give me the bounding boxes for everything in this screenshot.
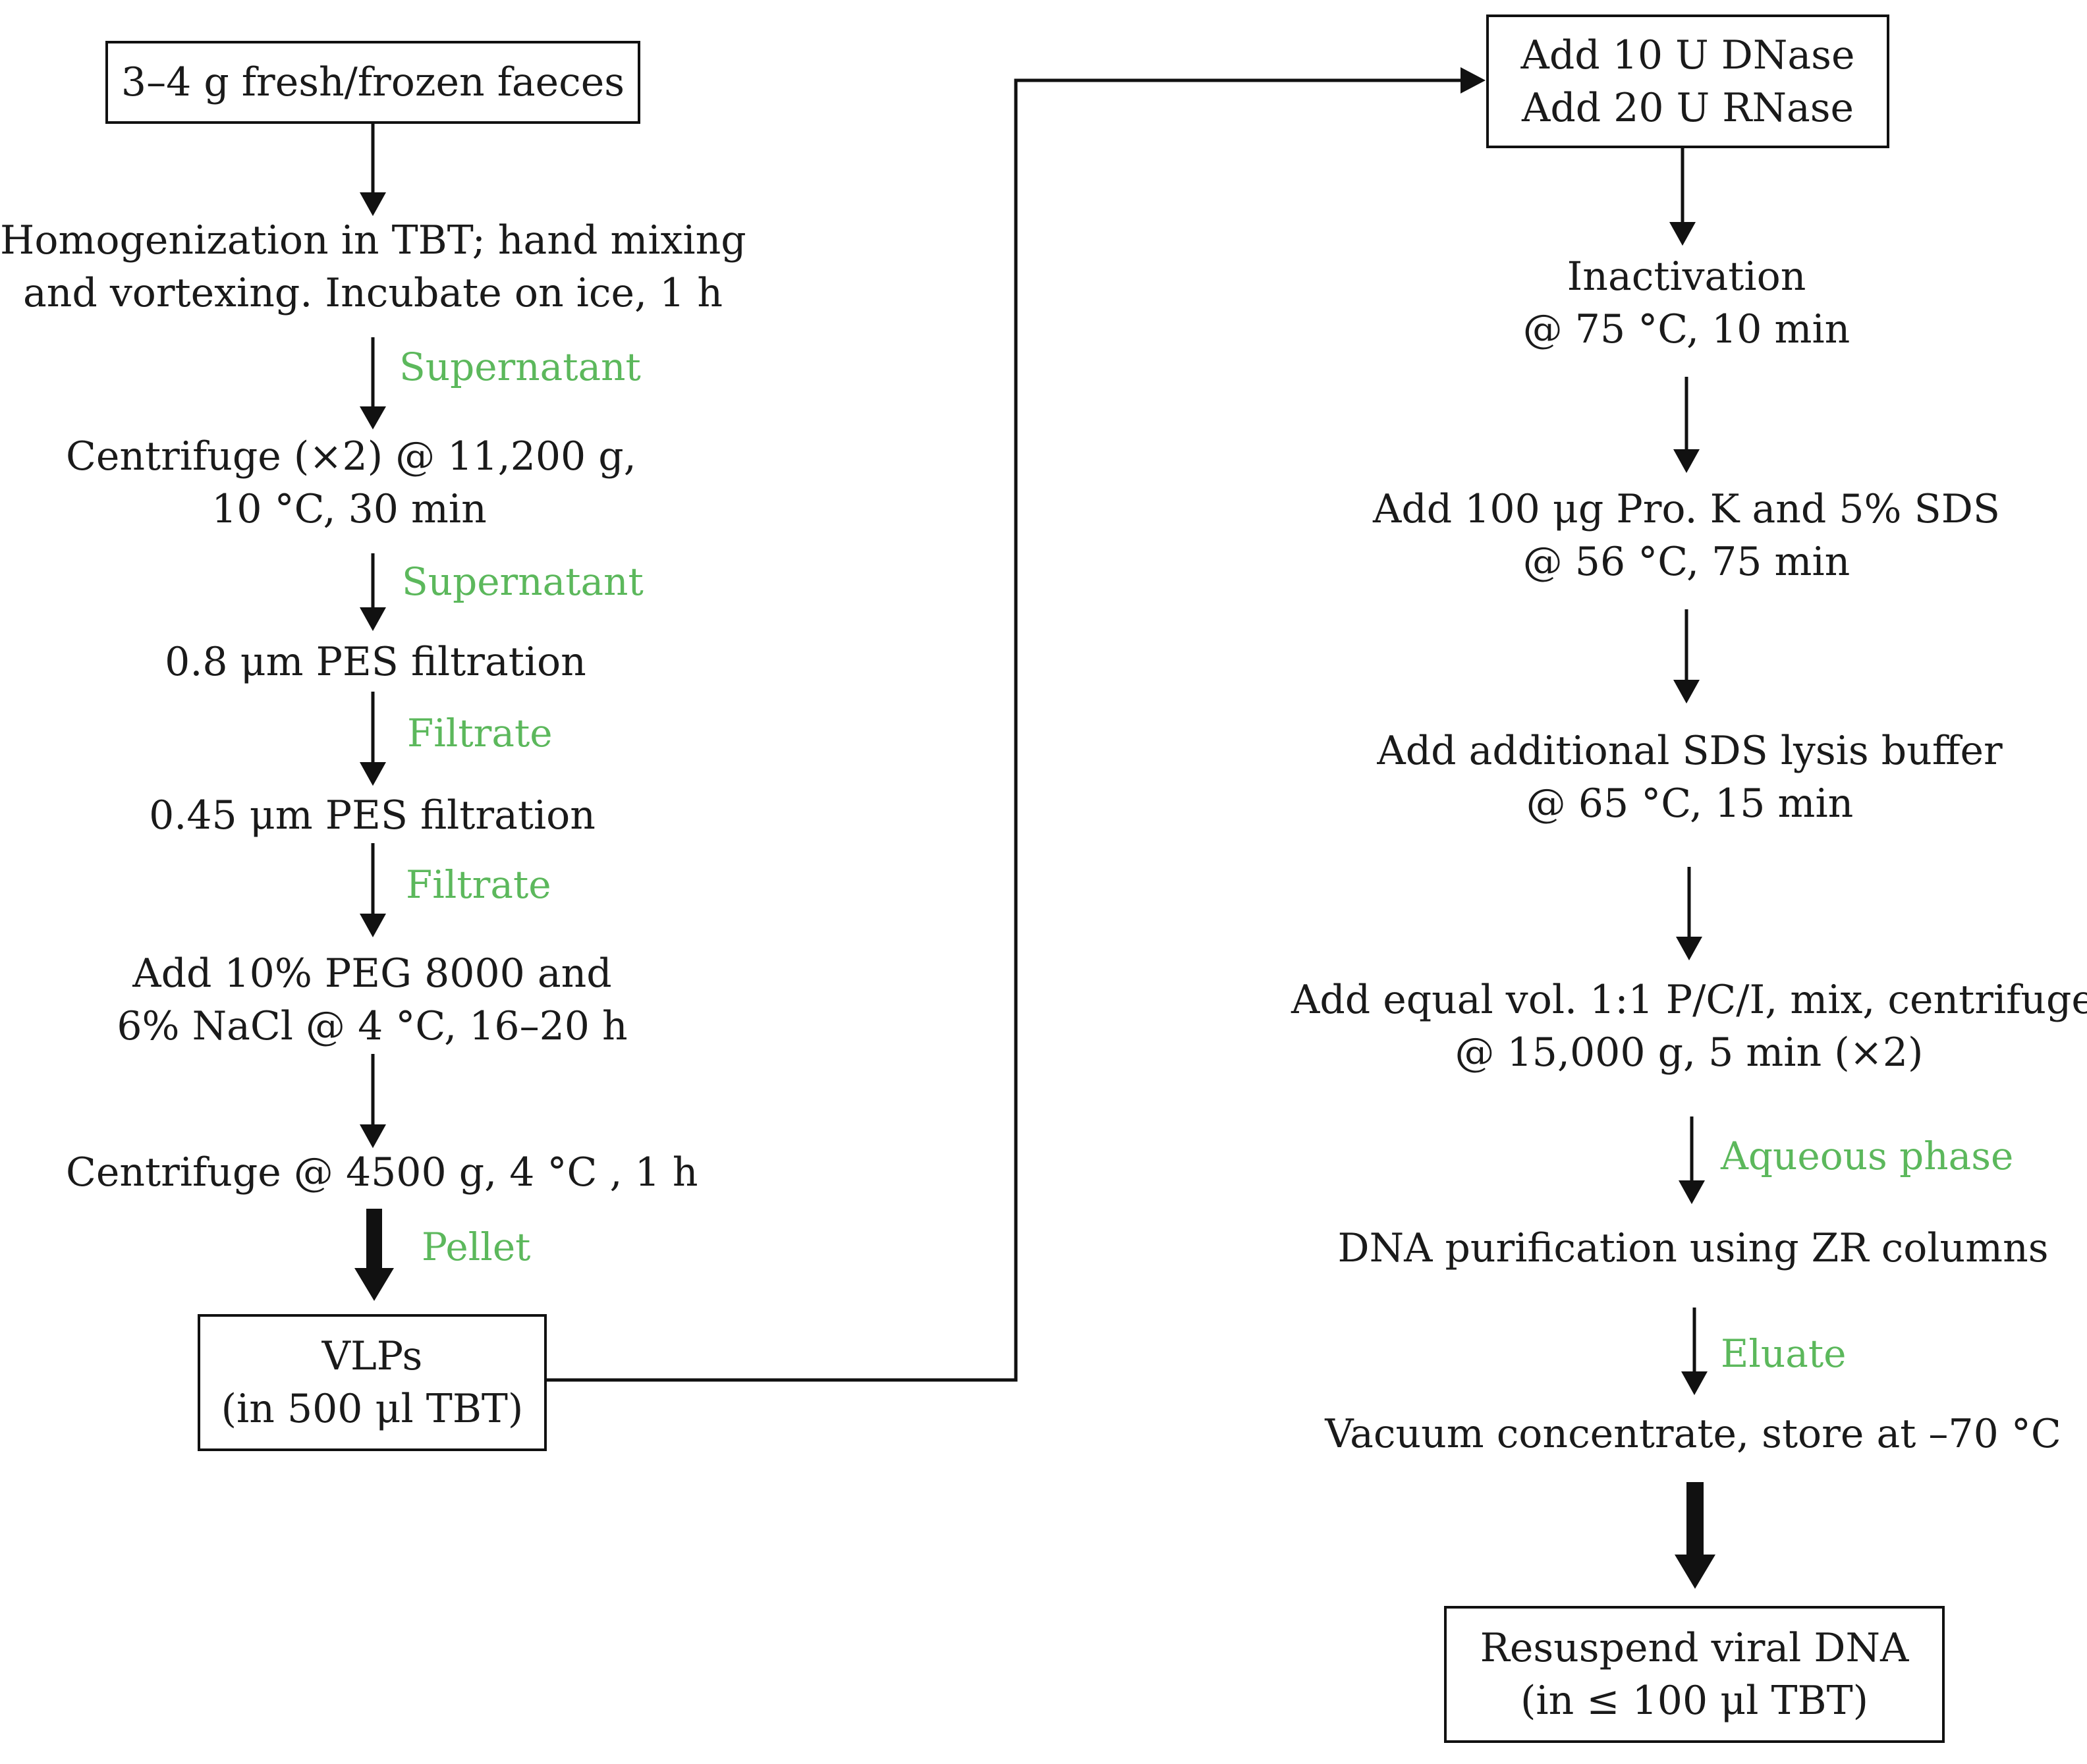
bold-arrow-head — [354, 1268, 394, 1301]
label-eluate: Eluate — [1721, 1331, 1847, 1376]
step-filtration-045: 0.45 μm PES filtration — [149, 792, 596, 839]
arrowhead — [360, 1124, 386, 1148]
vlp-box: VLPs (in 500 μl TBT) — [198, 1314, 547, 1451]
arrowhead — [1681, 1371, 1708, 1395]
arrowhead — [360, 406, 386, 429]
label-pellet: Pellet — [422, 1225, 531, 1269]
label-aqueous-phase: Aqueous phase — [1721, 1134, 2014, 1178]
label-supernatant-2: Supernatant — [402, 559, 644, 604]
bold-arrow-head — [1675, 1555, 1715, 1589]
label-supernatant-1: Supernatant — [399, 345, 641, 389]
arrowhead — [1676, 937, 1702, 960]
nuclease-box: Add 10 U DNase Add 20 U RNase — [1486, 14, 1889, 148]
step-dna-purification: DNA purification using ZR columns — [1337, 1225, 2049, 1271]
final-box: Resuspend viral DNA (in ≤ 100 μl TBT) — [1444, 1606, 1945, 1743]
step-filtration-08: 0.8 μm PES filtration — [165, 639, 586, 685]
label-filtrate-1: Filtrate — [407, 711, 553, 756]
step-vacuum-concentrate: Vacuum concentrate, store at –70 °C — [1325, 1411, 2061, 1457]
connector-vlp-to-nuclease — [544, 78, 1466, 1382]
step-sds-lysis: Add additional SDS lysis buffer @ 65 °C,… — [1377, 728, 2003, 827]
start-box: 3–4 g fresh/frozen faeces — [105, 41, 640, 124]
label-filtrate-2: Filtrate — [406, 862, 551, 907]
step-centrifuge-2: Centrifuge @ 4500 g, 4 °C , 1 h — [66, 1149, 698, 1196]
step-proteinase-k: Add 100 μg Pro. K and 5% SDS @ 56 °C, 75… — [1373, 486, 2000, 585]
arrowhead — [360, 607, 386, 631]
step-inactivation: Inactivation @ 75 °C, 10 min — [1522, 254, 1850, 352]
arrowhead — [1461, 67, 1486, 94]
arrowhead — [1679, 1180, 1705, 1204]
arrowhead — [360, 914, 386, 937]
step-homogenization: Homogenization in TBT; hand mixing and v… — [0, 217, 746, 316]
arrowhead — [1669, 222, 1696, 246]
step-pci-extraction: Add equal vol. 1:1 P/C/I, mix, centrifug… — [1291, 977, 2087, 1076]
bold-arrow-shaft — [366, 1209, 382, 1275]
arrowhead — [360, 192, 386, 216]
step-peg-precipitation: Add 10% PEG 8000 and 6% NaCl @ 4 °C, 16–… — [117, 951, 628, 1049]
arrowhead — [1673, 449, 1700, 473]
arrowhead — [360, 762, 386, 786]
step-centrifuge-1: Centrifuge (×2) @ 11,200 g, 10 °C, 30 mi… — [66, 433, 636, 532]
arrowhead — [1673, 680, 1700, 703]
bold-arrow-shaft — [1686, 1482, 1704, 1561]
